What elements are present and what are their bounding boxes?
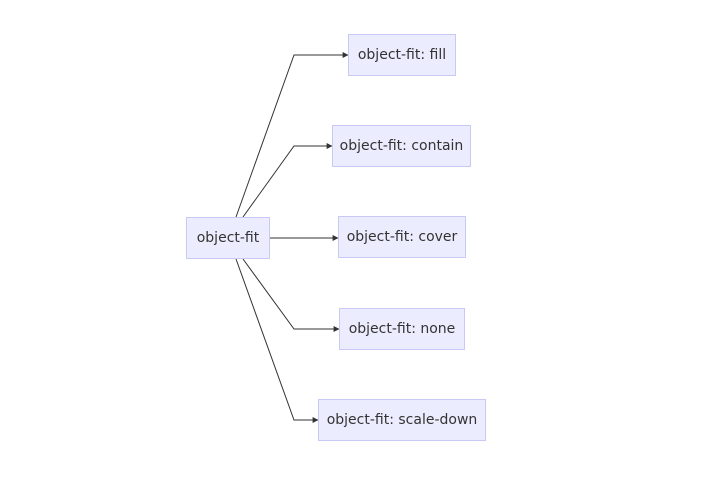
node-label: object-fit: scale-down — [326, 412, 478, 428]
node-object-fit-none: object-fit: none — [339, 308, 465, 350]
node-label: object-fit: none — [348, 321, 456, 337]
node-object-fit-scale-down: object-fit: scale-down — [318, 399, 486, 441]
edge-to-contain — [242, 143, 333, 218]
node-label: object-fit: contain — [339, 138, 464, 154]
node-label: object-fit: fill — [357, 47, 447, 63]
node-object-fit-fill: object-fit: fill — [348, 34, 456, 76]
node-label: object-fit: cover — [346, 229, 458, 245]
edge-to-scale-down — [235, 258, 319, 423]
edge-to-none — [242, 258, 340, 332]
node-object-fit-contain: object-fit: contain — [332, 125, 471, 167]
node-label: object-fit — [196, 230, 260, 246]
node-object-fit: object-fit — [186, 217, 270, 259]
node-object-fit-cover: object-fit: cover — [338, 216, 466, 258]
edge-to-fill — [235, 52, 349, 218]
